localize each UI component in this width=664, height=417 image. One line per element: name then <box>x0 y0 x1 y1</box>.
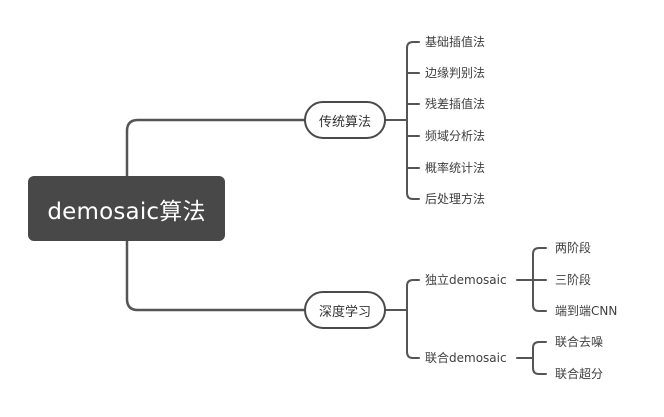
branch-label-deep-learning: 深度学习 <box>318 304 371 320</box>
leaf-independent-3[interactable]: 端到端CNN <box>555 304 618 318</box>
leaf-joint-2[interactable]: 联合超分 <box>555 367 604 381</box>
connector-root-to-traditional <box>125 118 306 178</box>
leaf-joint-1[interactable]: 联合去噪 <box>555 335 604 349</box>
joint-demosaic-bracket <box>516 341 547 375</box>
branch-node-traditional[interactable]: 传统算法 <box>304 101 386 139</box>
deep-learning-bracket <box>385 279 420 359</box>
root-node[interactable]: demosaic算法 <box>28 176 225 241</box>
leaf-traditional-5[interactable]: 概率统计法 <box>425 161 486 175</box>
leaf-traditional-2[interactable]: 边缘判别法 <box>425 66 486 80</box>
subnode-joint-demosaic[interactable]: 联合demosaic <box>425 351 507 365</box>
branch-node-deep-learning[interactable]: 深度学习 <box>304 291 386 329</box>
leaf-traditional-3[interactable]: 残差插值法 <box>425 97 486 111</box>
leaf-traditional-1[interactable]: 基础插值法 <box>425 35 486 49</box>
leaf-traditional-4[interactable]: 频域分析法 <box>425 129 486 143</box>
leaf-traditional-6[interactable]: 后处理方法 <box>425 192 486 206</box>
traditional-bracket <box>385 41 420 200</box>
root-label: demosaic算法 <box>47 198 206 225</box>
leaf-independent-2[interactable]: 三阶段 <box>555 273 592 287</box>
branch-label-traditional: 传统算法 <box>318 114 371 130</box>
subnode-independent-demosaic[interactable]: 独立demosaic <box>425 273 507 287</box>
independent-demosaic-bracket <box>516 247 547 312</box>
connector-root-to-deep-learning <box>125 239 306 312</box>
leaf-independent-1[interactable]: 两阶段 <box>555 241 592 255</box>
